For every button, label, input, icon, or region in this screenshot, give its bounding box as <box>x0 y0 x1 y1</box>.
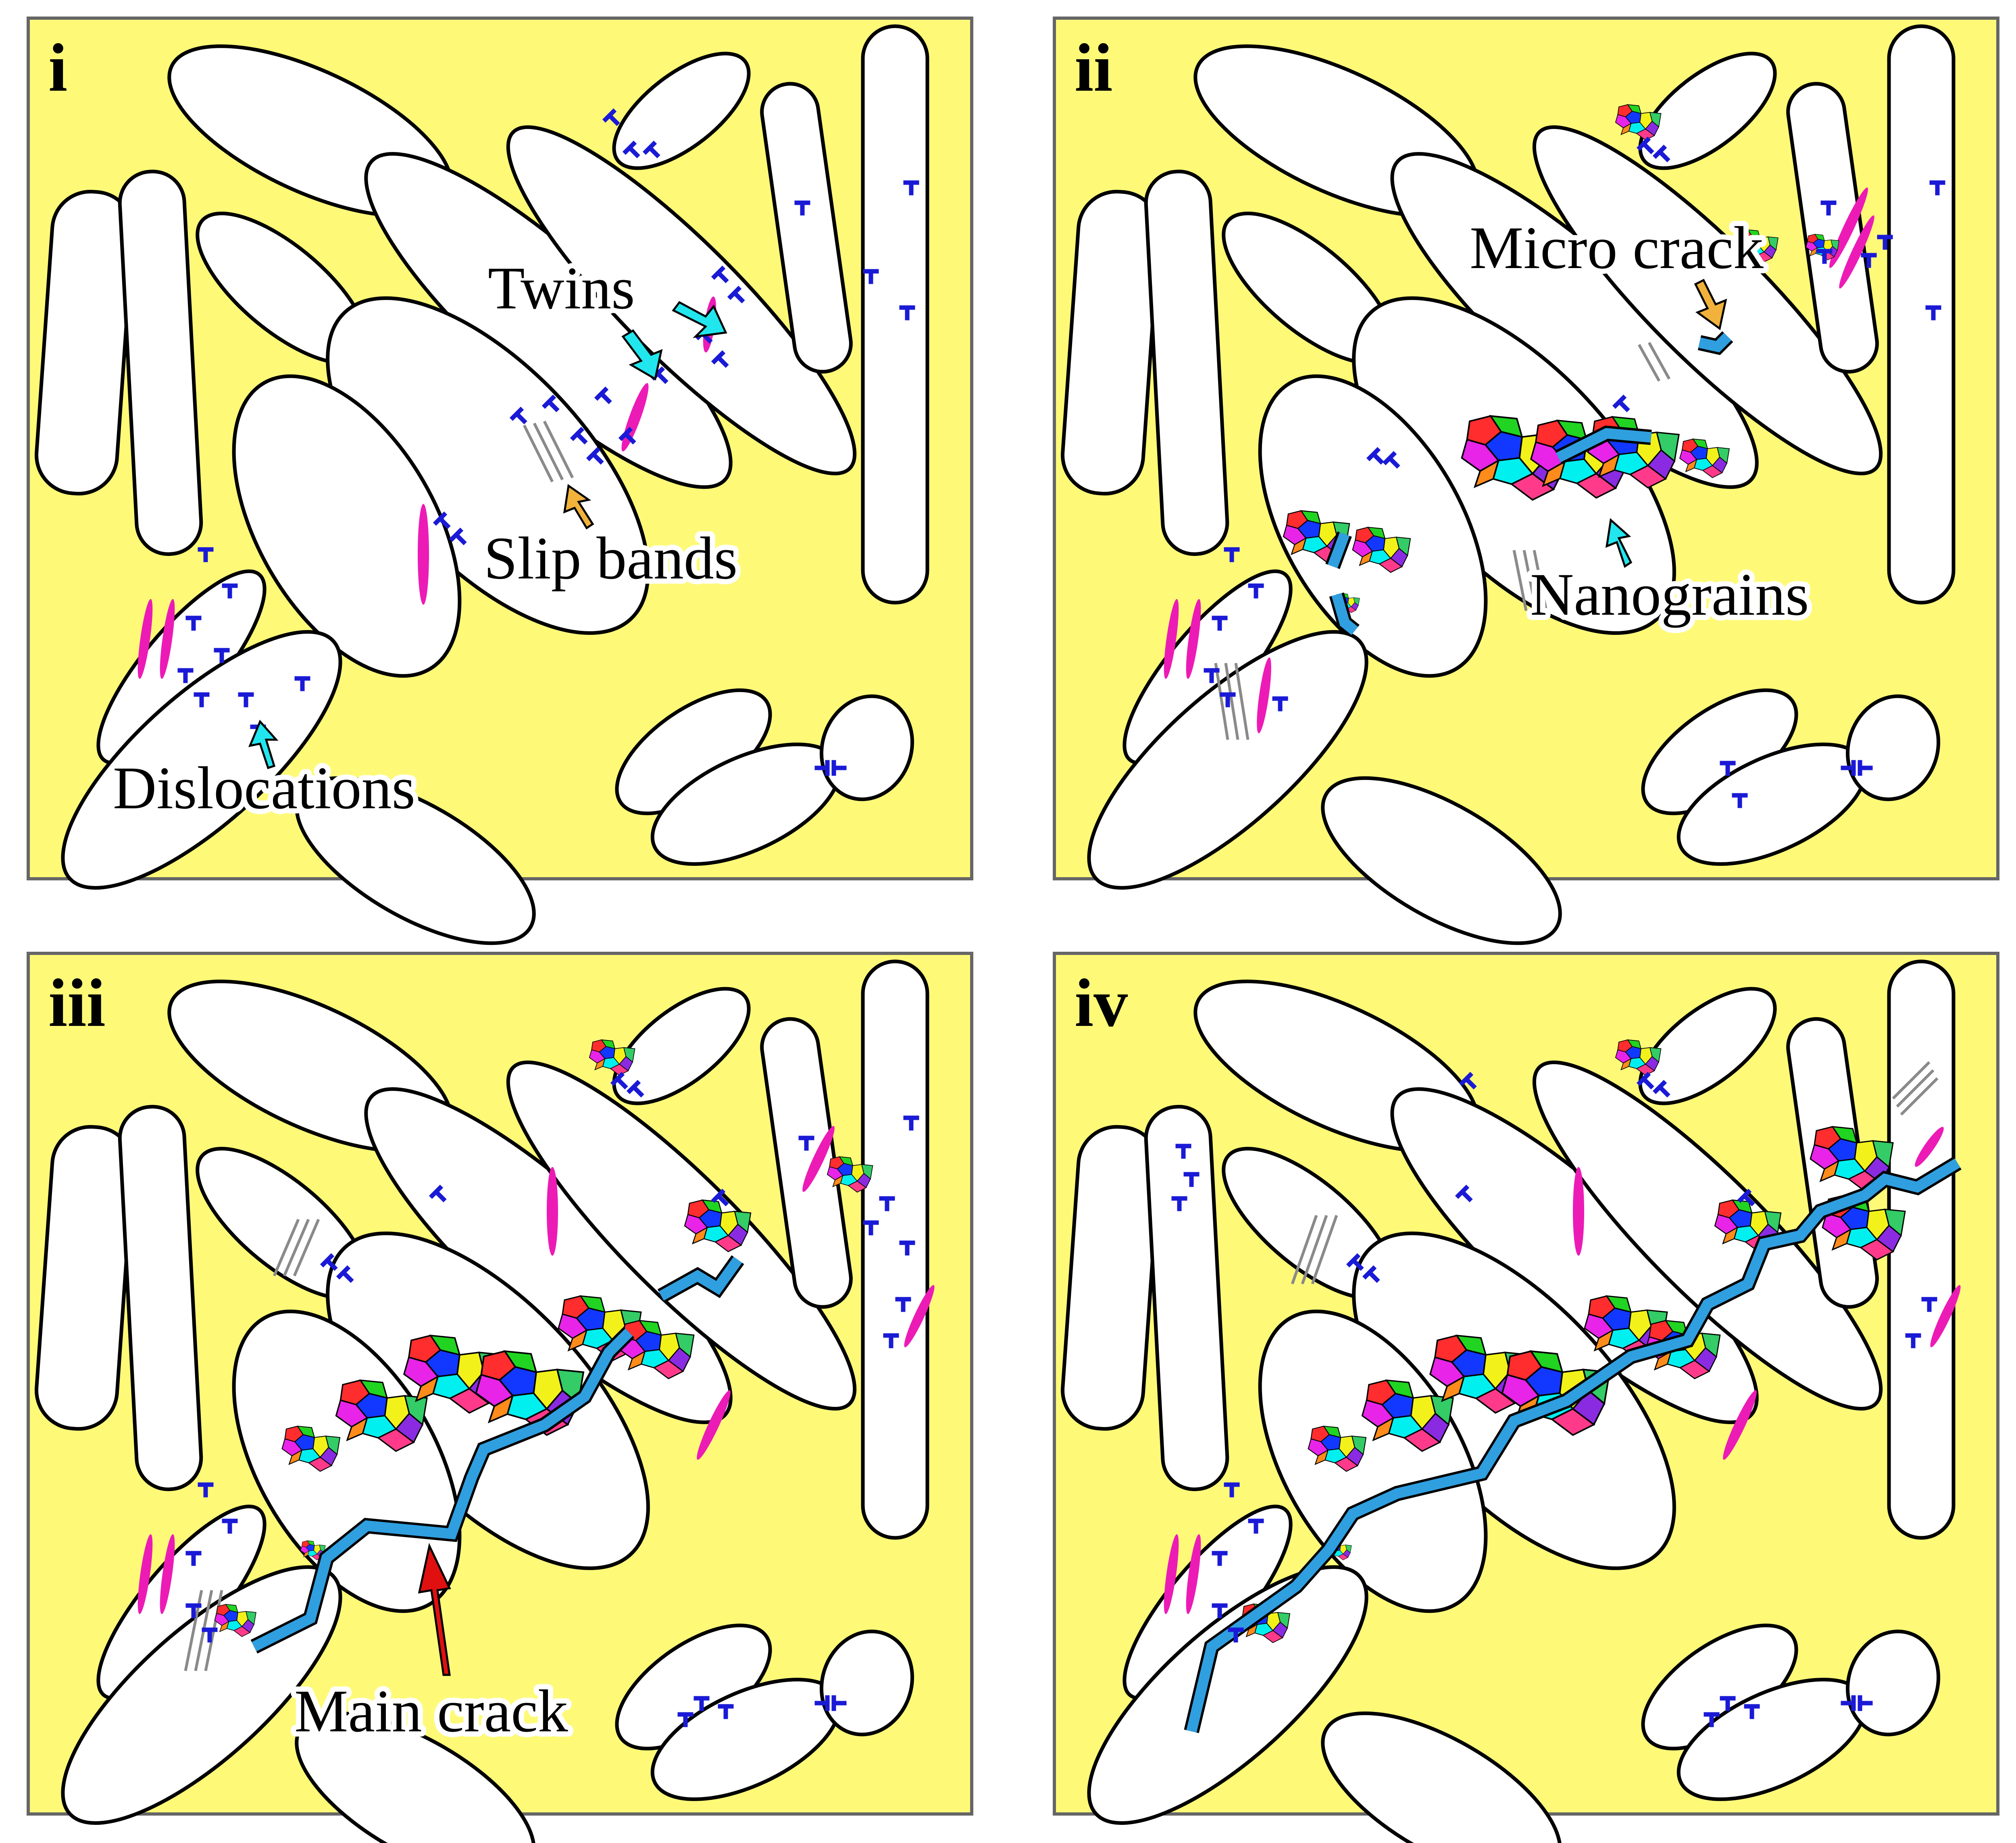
main-crack-path <box>1184 1156 1962 1733</box>
panel-label: iv <box>1075 965 1128 1041</box>
nanograins-label: Nanograins <box>1530 561 1809 628</box>
twin <box>1257 657 1271 734</box>
dislocations-label: Dislocations <box>113 755 415 822</box>
twin <box>1915 1127 1944 1167</box>
slip-band <box>1291 1061 1939 1285</box>
twin <box>137 599 153 679</box>
twin <box>904 1285 935 1348</box>
arrow-icon <box>621 329 663 381</box>
twin <box>1164 599 1179 679</box>
panel-i: i Twins Slip bands Dislocations <box>27 11 973 976</box>
main-crack-path <box>250 1255 744 1654</box>
panel-iv: iv <box>1053 946 1999 1843</box>
panel-label: i <box>48 30 67 106</box>
twin <box>802 1126 835 1192</box>
micro-cracks <box>1325 331 1733 637</box>
twin <box>160 599 175 679</box>
twin <box>1164 1534 1179 1614</box>
twins-label: Twins <box>488 255 635 322</box>
panel-label: ii <box>1075 30 1112 106</box>
arrow-icon <box>1605 518 1633 568</box>
arrow-icon <box>672 301 727 338</box>
slip-band <box>1214 342 1671 740</box>
arrow-icon <box>418 1543 451 1676</box>
twin <box>1829 187 1868 268</box>
panel-iii: iii Main crack <box>27 946 973 1843</box>
slip-band <box>184 1219 320 1671</box>
twin <box>697 1390 731 1460</box>
twin <box>1930 1285 1961 1348</box>
twin <box>418 504 429 605</box>
micro-crack-label: Micro crack <box>1470 214 1764 281</box>
twin <box>1723 1390 1757 1460</box>
arrow-icon <box>1694 279 1727 331</box>
panel-ii: ii Micro crack Nanograins <box>1053 11 1999 976</box>
twin <box>1839 215 1874 289</box>
twin <box>1573 1167 1584 1256</box>
main-crack-label: Main crack <box>294 1678 568 1745</box>
slip-bands-label: Slip bands <box>484 525 737 592</box>
twin <box>547 1167 558 1256</box>
twin <box>137 1534 153 1614</box>
arrow-icon <box>563 484 594 530</box>
twin <box>1186 1534 1201 1614</box>
arrow-icon <box>248 720 279 770</box>
twin <box>1186 599 1201 679</box>
twin <box>160 1534 175 1614</box>
panel-label: iii <box>48 965 106 1041</box>
slip-band <box>523 420 574 483</box>
